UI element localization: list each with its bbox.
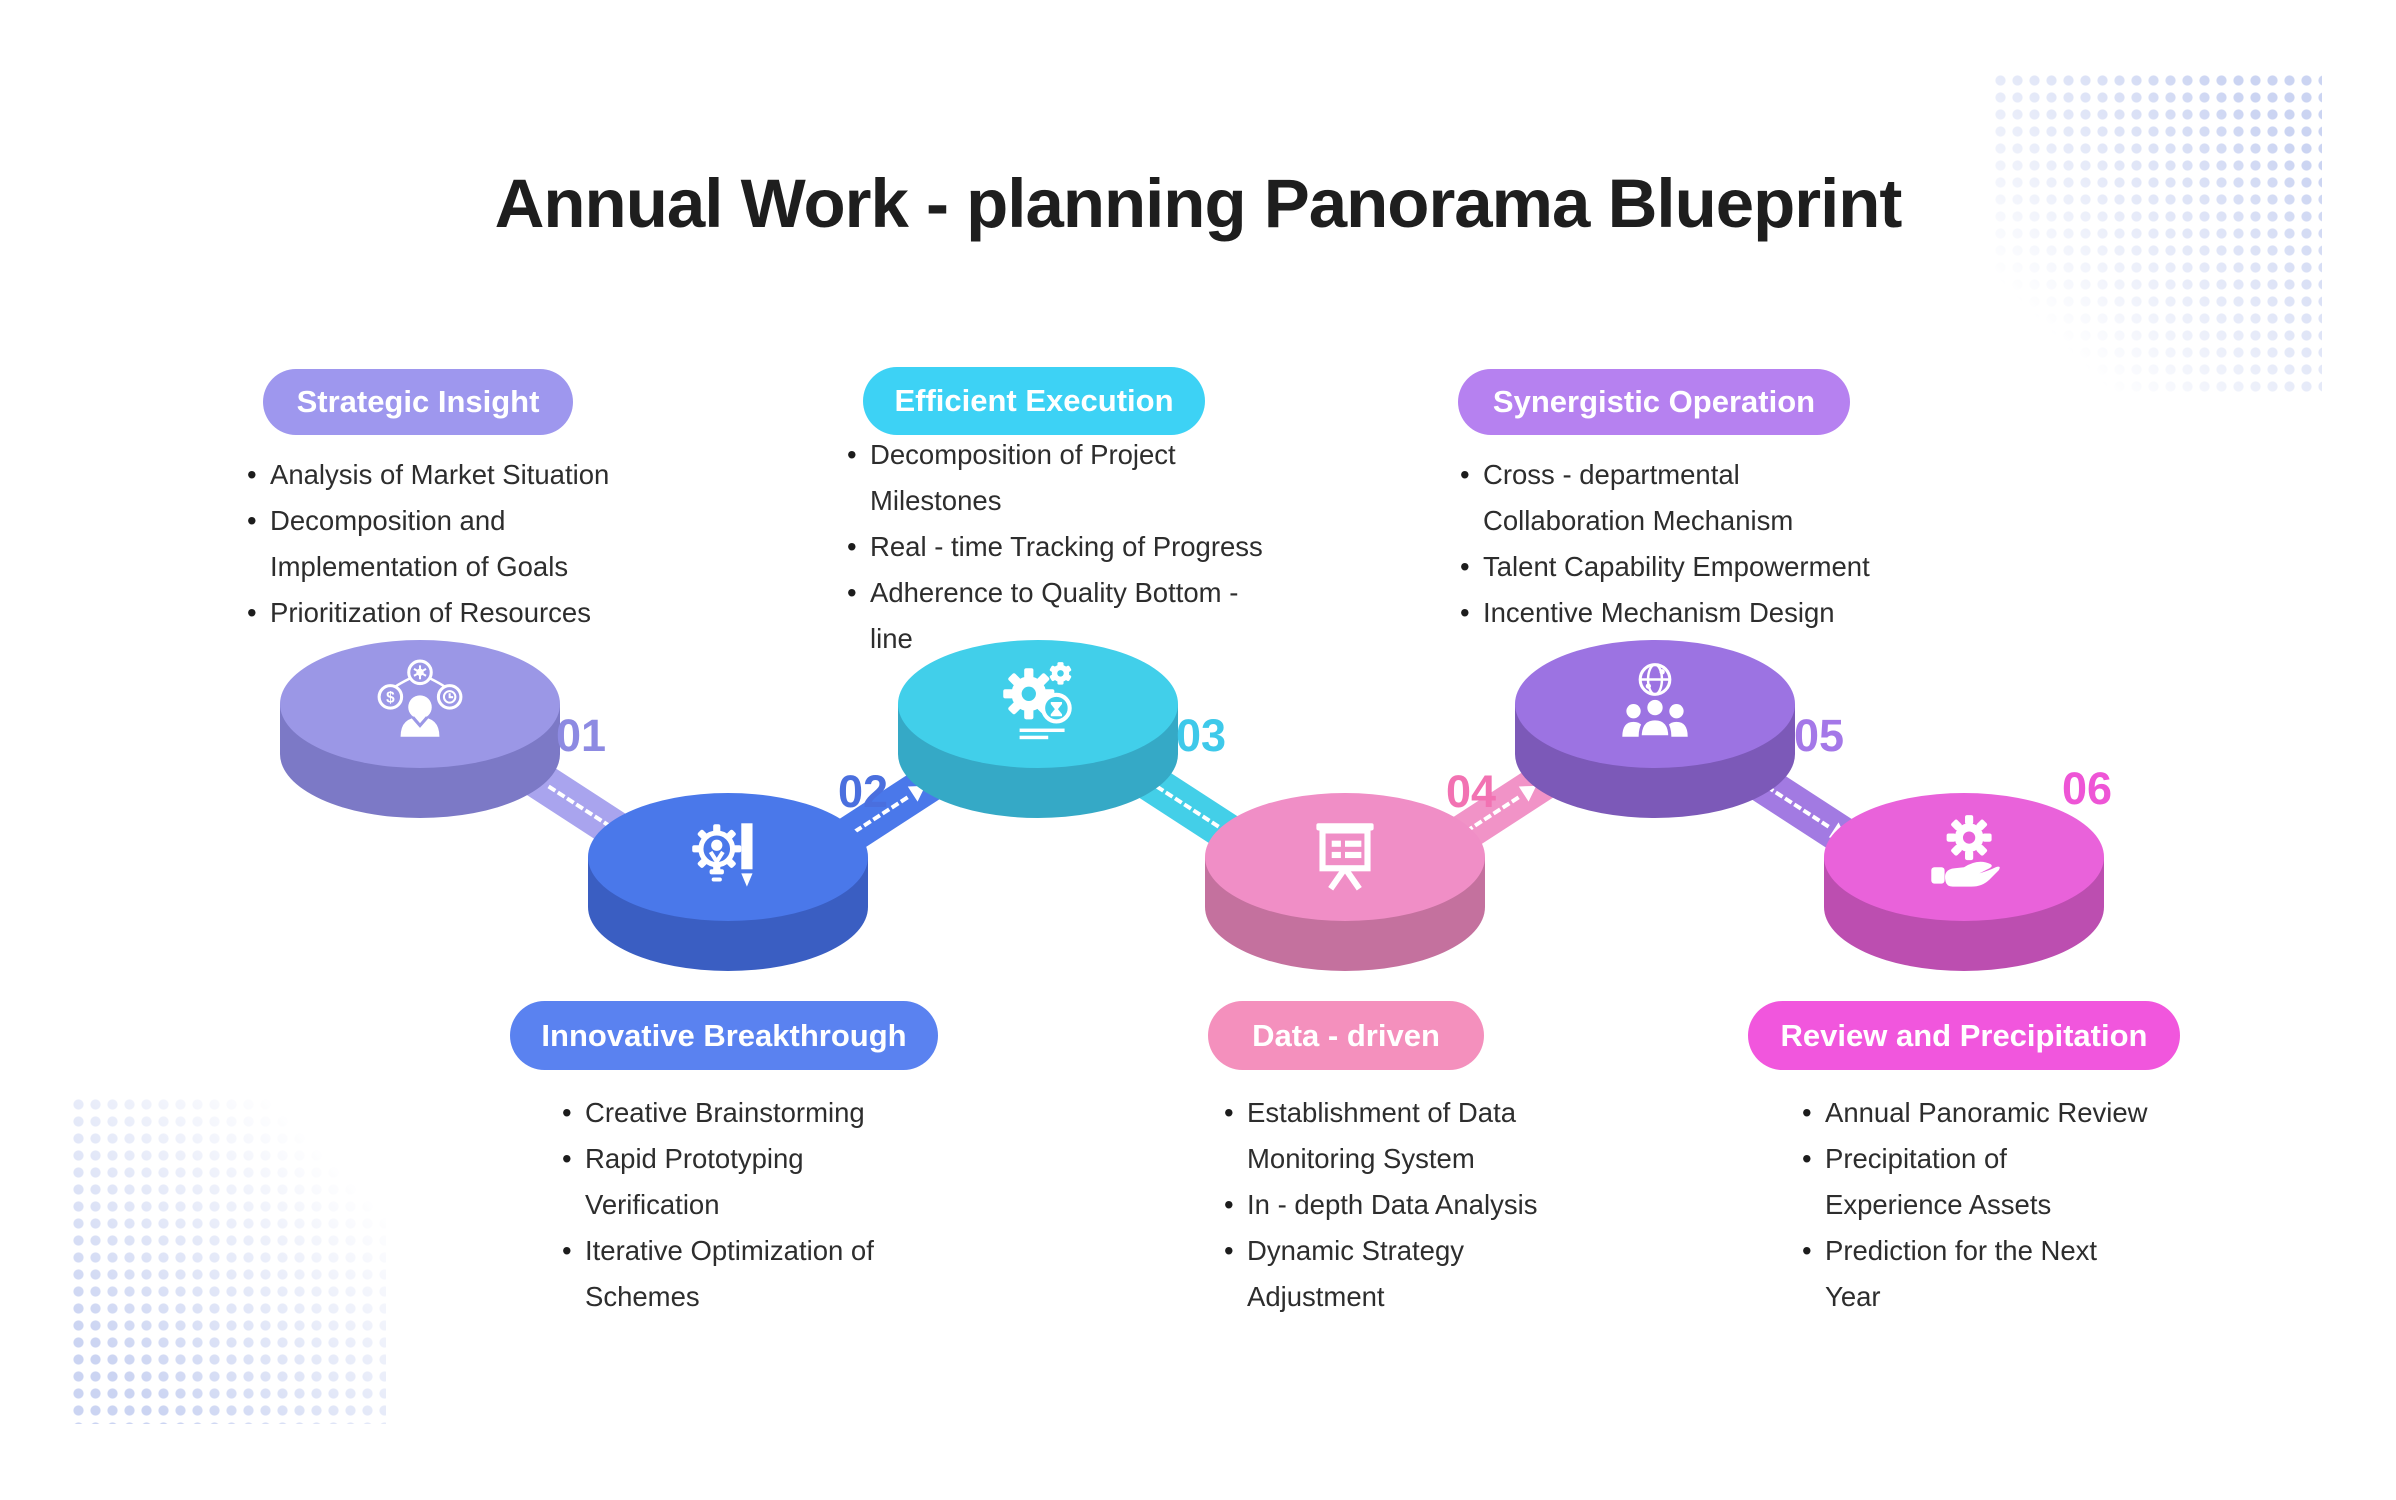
hand-gear-icon — [1931, 815, 2000, 887]
svg-text:$: $ — [386, 689, 395, 706]
pill-label: Innovative Breakthrough — [541, 1017, 907, 1053]
pill-label: Synergistic Operation — [1492, 384, 1816, 419]
bullet-list-synergistic-operation: Cross - departmental Collaboration Mecha… — [1458, 452, 1888, 636]
disc-04 — [1205, 793, 1485, 971]
bullet-item: Rapid Prototyping Verification — [560, 1136, 900, 1228]
pill-label: Review and Precipitation — [1780, 1017, 2148, 1053]
bullet-item: Cross - departmental Collaboration Mecha… — [1458, 452, 1888, 544]
bullet-item: Real - time Tracking of Progress — [845, 524, 1281, 570]
bullet-item: Decomposition of Project Milestones — [845, 432, 1281, 524]
bullet-list-strategic-insight: Analysis of Market Situation Decompositi… — [245, 452, 635, 636]
disc-01: $ — [280, 640, 560, 818]
bullet-item: In - depth Data Analysis — [1222, 1182, 1562, 1228]
bullet-item: Analysis of Market Situation — [245, 452, 635, 498]
bullet-item: Incentive Mechanism Design — [1458, 590, 1888, 636]
bullet-list-data-driven: Establishment of Data Monitoring System … — [1222, 1090, 1562, 1320]
pill-innovative-breakthrough: Innovative Breakthrough — [510, 1001, 938, 1070]
presentation-board-icon — [1316, 823, 1374, 891]
pill-data-driven: Data - driven — [1208, 1001, 1484, 1070]
gears-hourglass-icon — [1003, 662, 1072, 740]
pill-label: Efficient Execution — [894, 383, 1174, 418]
pill-strategic-insight: Strategic Insight — [263, 369, 573, 435]
strategy-person-icon: $ — [377, 659, 463, 737]
pill-efficient-execution: Efficient Execution — [863, 367, 1205, 435]
bullet-item: Prediction for the Next Year — [1800, 1228, 2150, 1320]
disc-02 — [588, 793, 868, 971]
pill-synergistic-operation: Synergistic Operation — [1458, 369, 1850, 435]
bullet-item: Establishment of Data Monitoring System — [1222, 1090, 1562, 1182]
bullet-item: Adherence to Quality Bottom - line — [845, 570, 1281, 662]
pill-label: Strategic Insight — [296, 384, 540, 419]
pill-label: Data - driven — [1252, 1017, 1440, 1053]
bullet-item: Prioritization of Resources — [245, 590, 635, 636]
disc-03 — [898, 640, 1178, 818]
bullet-list-review-and-precipitation: Annual Panoramic Review Precipitation of… — [1800, 1090, 2150, 1320]
bullet-item: Talent Capability Empowerment — [1458, 544, 1888, 590]
bullet-list-innovative-breakthrough: Creative Brainstorming Rapid Prototyping… — [560, 1090, 900, 1320]
bullet-list-efficient-execution: Decomposition of Project Milestones Real… — [845, 432, 1281, 662]
halftone-pattern-bottom-left — [70, 1096, 386, 1424]
disc-top — [1824, 793, 2104, 921]
halftone-pattern-top-right — [1992, 72, 2322, 392]
step-number-04: 04 — [1446, 766, 1497, 817]
step-number-01: 01 — [556, 710, 607, 761]
disc-05 — [1515, 640, 1795, 818]
step-number-02: 02 — [838, 766, 889, 817]
bullet-item: Iterative Optimization of Schemes — [560, 1228, 900, 1320]
bullet-item: Precipitation of Experience Assets — [1800, 1136, 2150, 1228]
team-globe-icon — [1622, 663, 1688, 739]
step-number-05: 05 — [1794, 710, 1845, 761]
step-number-03: 03 — [1176, 710, 1227, 761]
bullet-item: Decomposition and Implementation of Goal… — [245, 498, 635, 590]
bulb-pencil-icon — [692, 823, 753, 887]
page-title: Annual Work - planning Panorama Blueprin… — [494, 165, 1903, 242]
bullet-item: Creative Brainstorming — [560, 1090, 900, 1136]
bullet-item: Annual Panoramic Review — [1800, 1090, 2150, 1136]
step-number-06: 06 — [2062, 763, 2113, 814]
bullet-item: Dynamic Strategy Adjustment — [1222, 1228, 1562, 1320]
disc-06 — [1824, 793, 2104, 971]
pill-review-and-precipitation: Review and Precipitation — [1748, 1001, 2180, 1070]
